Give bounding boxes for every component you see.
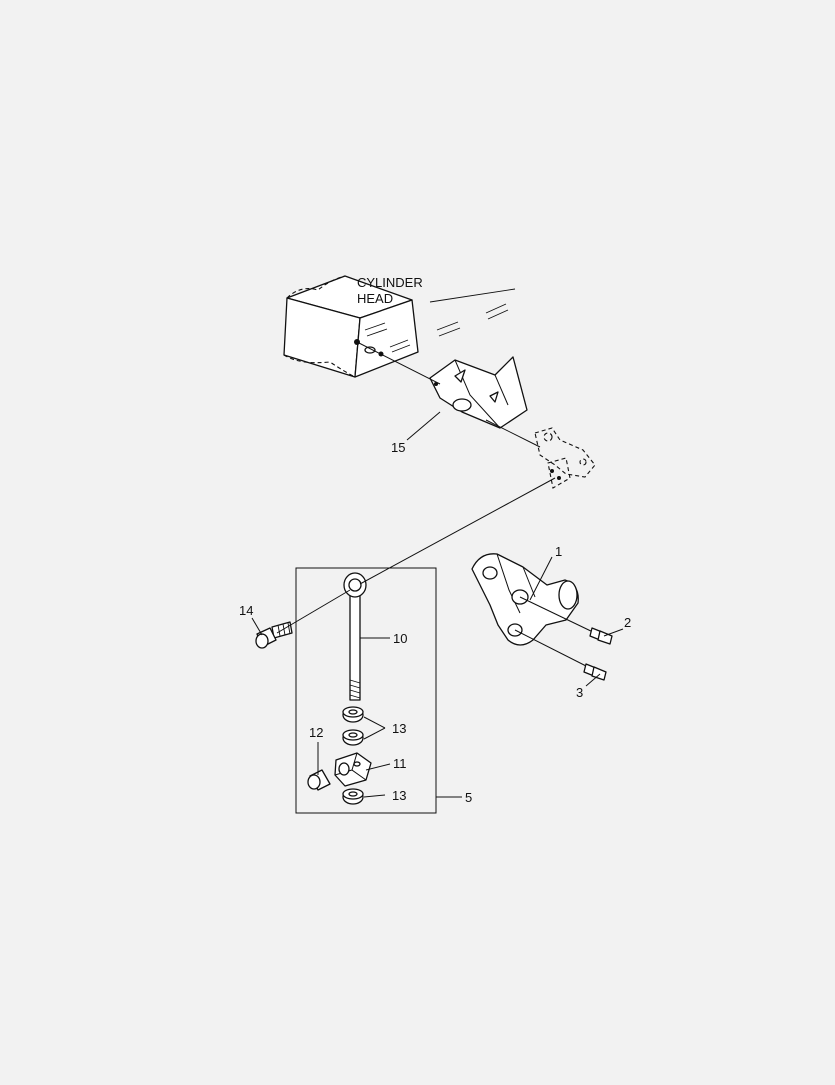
- cylinder-head-label-line2: HEAD: [357, 291, 393, 306]
- part-10-rod-end: [343, 572, 367, 701]
- part-2-bolt: [519, 596, 613, 645]
- alignment-lines: [276, 341, 556, 634]
- cylinder-head-label-line1: CYLINDER: [357, 275, 423, 290]
- part-12-bushing: [307, 769, 331, 791]
- part-13-nuts: [342, 706, 364, 805]
- part-14-bolt: [255, 621, 293, 649]
- part-1-bracket: [471, 553, 579, 646]
- part-11-block: [334, 752, 372, 787]
- callout-3: 3: [576, 685, 583, 700]
- callout-11: 11: [393, 756, 407, 771]
- callout-1: 1: [555, 544, 562, 559]
- callout-15: 15: [391, 440, 405, 455]
- callout-5: 5: [465, 790, 472, 805]
- callout-13-upper: 13: [392, 721, 406, 736]
- callout-10: 10: [393, 631, 407, 646]
- leader-lines: [251, 411, 624, 798]
- part-15-bracket: [429, 356, 528, 429]
- part-3-bolt: [514, 629, 607, 681]
- callout-14: 14: [239, 603, 253, 618]
- mount-bracket-dashed: [534, 427, 596, 489]
- callout-2: 2: [624, 615, 631, 630]
- part-5-assembly-box: [295, 567, 437, 814]
- callout-labels: 15 1 2 3 14 10 13 12 11 13 5: [239, 440, 631, 805]
- cylinder-head: CYLINDER HEAD: [283, 275, 516, 378]
- callout-13-lower: 13: [392, 788, 406, 803]
- callout-12: 12: [309, 725, 323, 740]
